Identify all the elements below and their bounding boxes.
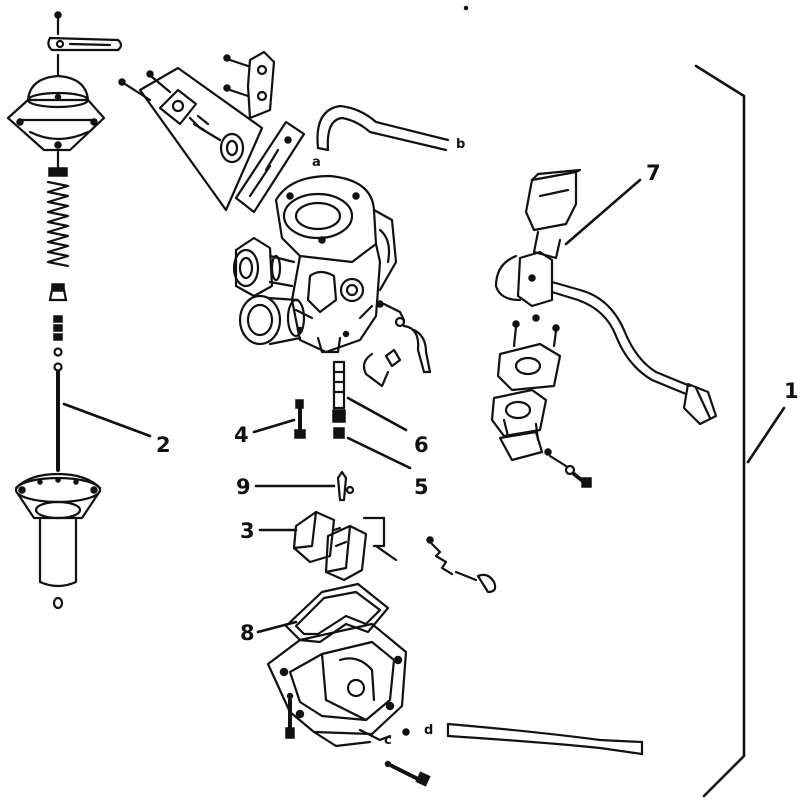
- callout-5: 5: [414, 475, 429, 499]
- callout-8: 8: [240, 621, 255, 645]
- intake-port-left: [232, 236, 296, 298]
- leader-lines: [62, 178, 642, 634]
- hose-mark-a: a: [312, 155, 321, 170]
- hose-mark-b: b: [456, 137, 465, 152]
- auto-choke-screw: [544, 448, 592, 488]
- needle-jet: [332, 360, 346, 423]
- top-cover-screw: [54, 11, 62, 36]
- callout-4: 4: [234, 423, 249, 447]
- main-jet: [333, 427, 345, 439]
- callout-2: 2: [156, 433, 171, 457]
- auto-choke-unit: [494, 168, 718, 426]
- callout-7: 7: [646, 161, 661, 185]
- stray-dot: [463, 5, 469, 11]
- needle-retainer: [48, 283, 68, 302]
- bowl-screw-left: [285, 692, 295, 739]
- accelerator-pump-cover-box: [118, 66, 264, 212]
- leader-5: [346, 436, 412, 470]
- hose-mark-d: d: [424, 723, 433, 738]
- piston-return-spring: [46, 150, 70, 268]
- float: [292, 510, 398, 582]
- callout-6: 6: [414, 433, 429, 457]
- float-bowl-gasket: [284, 582, 390, 644]
- leader-2: [62, 402, 152, 438]
- carburetor-main-body: [274, 174, 398, 354]
- drain-screw-spring: [426, 536, 497, 594]
- vacuum-piston-diaphragm: [14, 472, 102, 610]
- drain-hose-d: d: [402, 722, 644, 756]
- side-nipple-fitting: [376, 300, 432, 374]
- leader-6: [346, 396, 408, 432]
- leader-8: [256, 620, 298, 634]
- throttle-cable-bracket: [47, 36, 123, 52]
- leader-7: [564, 178, 642, 246]
- callout-3: 3: [240, 519, 255, 543]
- auto-choke-bracket: [490, 342, 562, 462]
- overflow-nipple-c: c: [384, 733, 392, 748]
- vent-hose-b: b a: [312, 104, 465, 170]
- idle-screw-spring: [362, 348, 402, 388]
- assembly-bracket-1: [694, 64, 786, 798]
- float-needle-valve: [336, 470, 355, 502]
- enricher-mount-bracket: [223, 50, 276, 120]
- callout-9: 9: [236, 475, 251, 499]
- bowl-drain-screw: [384, 760, 431, 787]
- float-bowl: [266, 622, 408, 748]
- jet-needle: [53, 315, 63, 472]
- hose-mark-c: c: [384, 733, 392, 748]
- callout-1: 1: [784, 379, 799, 403]
- outlet-boot: [238, 294, 306, 346]
- leader-4: [252, 418, 296, 434]
- carb-top-cover: [6, 53, 106, 152]
- pump-diaphragm-gasket: [234, 120, 306, 214]
- pilot-jet: [294, 399, 306, 439]
